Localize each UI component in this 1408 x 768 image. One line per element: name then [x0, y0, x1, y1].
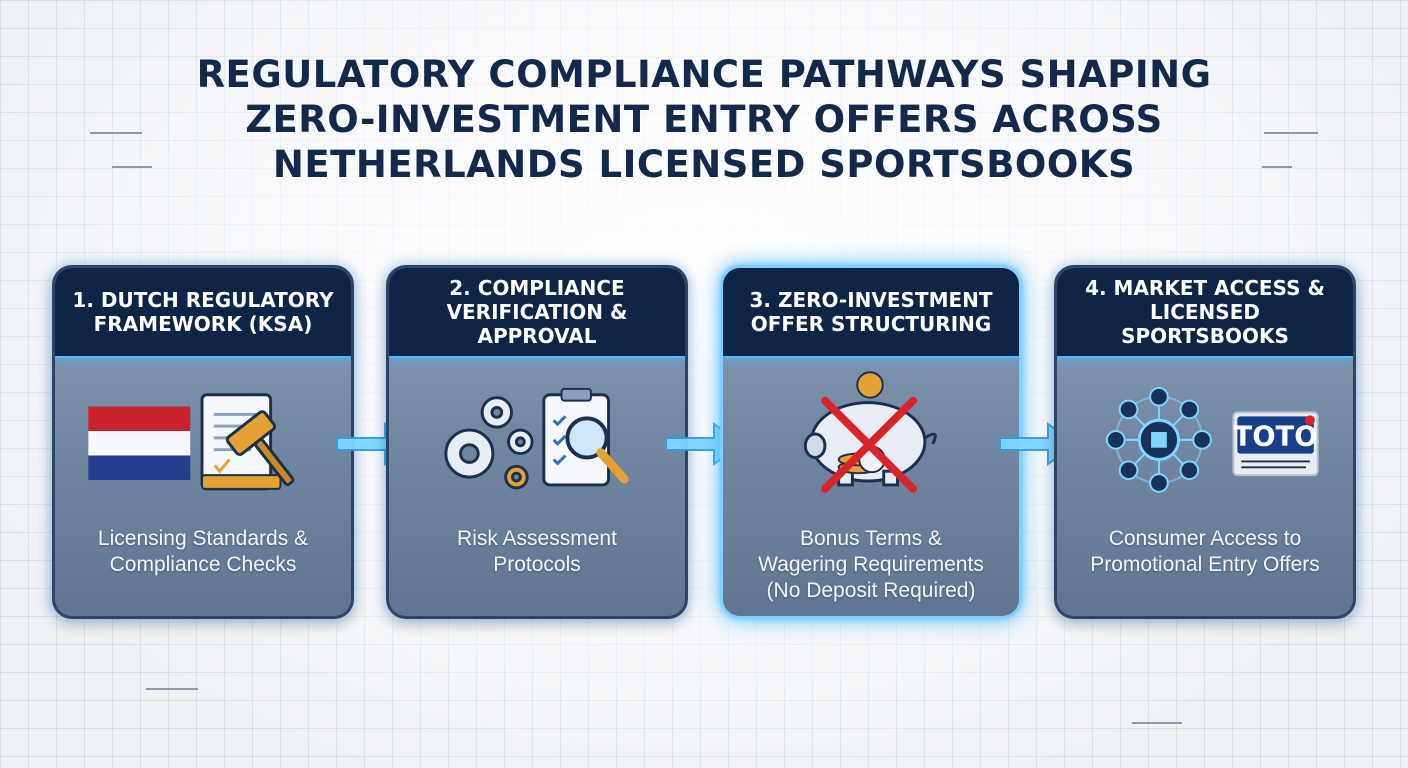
- toto-logo-icon: TOTO: [1232, 411, 1319, 477]
- step-2-illustration: [444, 387, 629, 490]
- decorative-line: [90, 132, 142, 134]
- decorative-line: [146, 688, 198, 690]
- step-card-2: 2. COMPLIANCE VERIFICATION & APPROVAL Ri…: [386, 265, 688, 619]
- step-heading-2: 2. COMPLIANCE VERIFICATION & APPROVAL: [446, 276, 628, 348]
- step-header-1: 1. DUTCH REGULATORY FRAMEWORK (KSA): [55, 268, 351, 358]
- step-card-1: 1. DUTCH REGULATORY FRAMEWORK (KSA) Lice…: [52, 265, 354, 619]
- svg-text:TOTO: TOTO: [1234, 422, 1318, 453]
- step-description-3: Bonus Terms & Wagering Requirements (No …: [758, 527, 984, 602]
- step-description-4: Consumer Access to Promotional Entry Off…: [1090, 527, 1320, 576]
- step-card-4: 4. MARKET ACCESS & LICENSED SPORTSBOOKS: [1054, 265, 1356, 619]
- decorative-line: [1132, 722, 1182, 724]
- step-heading-3: 3. ZERO-INVESTMENT OFFER STRUCTURING: [749, 288, 993, 336]
- step-heading-1: 1. DUTCH REGULATORY FRAMEWORK (KSA): [72, 288, 334, 336]
- step-3-illustration: [803, 371, 937, 493]
- step-4-illustration: TOTO: [1106, 386, 1319, 493]
- gears-icon: [444, 396, 534, 490]
- step-heading-4: 4. MARKET ACCESS & LICENSED SPORTSBOOKS: [1085, 276, 1325, 348]
- decorative-line: [112, 166, 152, 168]
- step-header-4: 4. MARKET ACCESS & LICENSED SPORTSBOOKS: [1057, 268, 1353, 358]
- network-hub-icon: [1106, 386, 1212, 493]
- title-line-3: NETHERLANDS LICENSED SPORTSBOOKS: [272, 143, 1136, 186]
- step-description-1: Licensing Standards & Compliance Checks: [97, 527, 309, 576]
- decorative-line: [1262, 166, 1292, 168]
- step-1-illustration: [88, 393, 295, 491]
- clipboard-magnifier-icon: [542, 387, 629, 487]
- document-gavel-icon: [200, 393, 295, 491]
- decorative-line: [1264, 132, 1318, 134]
- page-title: REGULATORY COMPLIANCE PATHWAYS SHAPING Z…: [100, 52, 1308, 187]
- crossed-piggy-bank-icon: [803, 371, 937, 493]
- netherlands-flag-icon: [88, 406, 191, 481]
- step-header-2: 2. COMPLIANCE VERIFICATION & APPROVAL: [389, 268, 685, 358]
- title-line-2: ZERO-INVESTMENT ENTRY OFFERS ACROSS: [245, 98, 1163, 141]
- step-card-3: 3. ZERO-INVESTMENT OFFER STRUCTURING Bon…: [720, 265, 1022, 619]
- step-header-3: 3. ZERO-INVESTMENT OFFER STRUCTURING: [723, 268, 1019, 358]
- title-line-1: REGULATORY COMPLIANCE PATHWAYS SHAPING: [196, 53, 1212, 96]
- step-description-2: Risk Assessment Protocols: [457, 527, 617, 576]
